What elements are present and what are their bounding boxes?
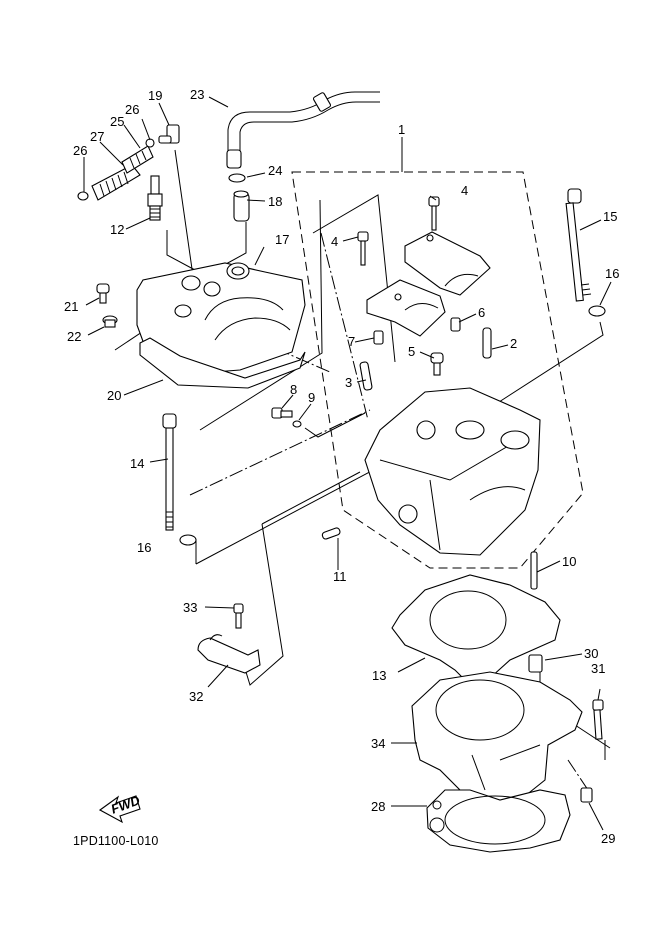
washer-9	[292, 420, 302, 428]
drawing-code: 1PD1100-L010	[73, 834, 159, 848]
callout-1: 1	[398, 122, 405, 137]
callout-34: 34	[371, 736, 385, 751]
callout-32: 32	[189, 689, 203, 704]
valve-guide-2	[482, 327, 492, 359]
breather-hose	[226, 91, 380, 169]
nut-29	[580, 787, 593, 803]
cylinder-base-gasket	[426, 789, 571, 853]
forward-arrow-icon: FWD	[98, 792, 142, 824]
bolt-5	[430, 352, 444, 376]
callout-11: 11	[333, 569, 347, 584]
callout-4-right: 4	[461, 183, 468, 198]
bolt-21	[96, 283, 110, 304]
callout-15: 15	[603, 209, 617, 224]
bolt-8	[271, 407, 293, 419]
callout-12: 12	[110, 222, 124, 237]
cylinder	[411, 671, 583, 803]
bolt-14	[162, 413, 177, 531]
callout-2: 2	[510, 336, 517, 351]
callout-10: 10	[562, 554, 576, 569]
callout-13: 13	[372, 668, 386, 683]
callout-19: 19	[148, 88, 162, 103]
washer-16-right	[588, 305, 606, 317]
callout-14: 14	[130, 456, 144, 471]
callout-28: 28	[371, 799, 385, 814]
bolt-33	[233, 603, 244, 629]
callout-9: 9	[308, 390, 315, 405]
callout-17: 17	[275, 232, 289, 247]
hose-assembly	[77, 138, 155, 201]
cylinder-head	[364, 387, 541, 556]
bolt-4-right	[428, 196, 440, 231]
spark-plug	[147, 175, 163, 221]
callout-25: 25	[110, 114, 124, 129]
head-cover	[136, 262, 306, 376]
callout-22: 22	[67, 329, 81, 344]
cylinder-head-gasket	[391, 574, 561, 681]
callout-3: 3	[345, 375, 352, 390]
callout-6: 6	[478, 305, 485, 320]
callout-16-right: 16	[605, 266, 619, 281]
valve-guide-3	[359, 361, 373, 391]
dowel-7	[373, 330, 384, 345]
callout-31: 31	[591, 661, 605, 676]
callout-labels: 1 2 3 4 4 5 6 7 8 9 10 11 12 13 14 15 16…	[64, 87, 619, 846]
callout-4-left: 4	[331, 234, 338, 249]
callout-18: 18	[268, 194, 282, 209]
bolt-31	[592, 699, 604, 740]
callout-23: 23	[190, 87, 204, 102]
grommet	[102, 315, 118, 328]
cap	[233, 190, 250, 222]
callout-33: 33	[183, 600, 197, 615]
stud-11	[321, 527, 341, 540]
joint	[158, 124, 180, 144]
leader-lines	[83, 96, 612, 831]
callout-5: 5	[408, 344, 415, 359]
hose-guide	[197, 634, 261, 674]
assembly-boundary	[291, 171, 584, 569]
callout-29: 29	[601, 831, 615, 846]
callout-20: 20	[107, 388, 121, 403]
stud-10	[530, 551, 538, 590]
dowel-30	[528, 654, 543, 673]
head-cover-gasket	[139, 337, 306, 389]
callout-16-left: 16	[137, 540, 151, 555]
bolt-4-left	[357, 231, 369, 266]
callout-26-top: 26	[125, 102, 139, 117]
callout-24: 24	[268, 163, 282, 178]
callout-30: 30	[584, 646, 598, 661]
bolt-15	[565, 188, 592, 302]
dowel-6	[450, 317, 461, 332]
callout-8: 8	[290, 382, 297, 397]
callout-26-bottom: 26	[73, 143, 87, 158]
reference-lines	[114, 149, 611, 791]
callout-27: 27	[90, 129, 104, 144]
washer-16	[179, 534, 197, 546]
clip	[228, 173, 246, 183]
camshaft-cap-left	[366, 279, 446, 337]
callout-7: 7	[348, 334, 355, 349]
callout-21: 21	[64, 299, 78, 314]
camshaft-cap-right	[404, 231, 491, 296]
